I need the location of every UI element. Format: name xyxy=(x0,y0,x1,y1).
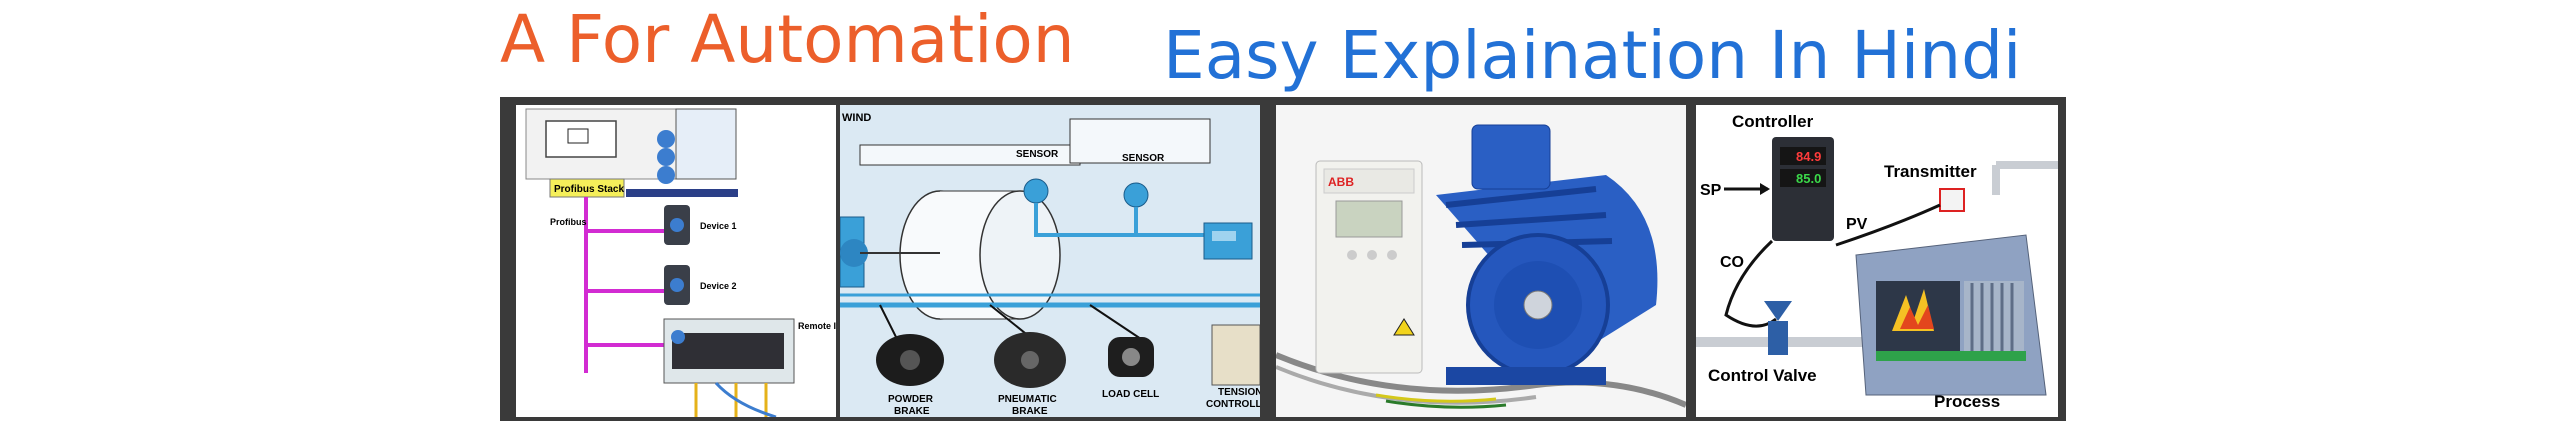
control-valve-label: Control Valve xyxy=(1708,366,1817,385)
wind-label: WIND xyxy=(842,112,871,124)
powder-brake-label-1: POWDER xyxy=(888,394,934,405)
transmitter-label: Transmitter xyxy=(1884,162,1977,181)
pneumatic-brake-label-2: BRAKE xyxy=(1012,406,1048,417)
tagline: Easy Explaination In Hindi xyxy=(1163,17,2022,94)
brand-title: A For Automation xyxy=(500,1,1075,78)
tension-controller-label-2: CONTROLL xyxy=(1206,399,1260,410)
profibus-stack-label: Profibus Stack xyxy=(554,184,624,195)
co-label: CO xyxy=(1720,254,1744,271)
tension-control-diagram: WIND SENSOR SENSOR xyxy=(840,105,1260,417)
sp-label: SP xyxy=(1700,182,1722,199)
device-2-label: Device 2 xyxy=(700,281,737,291)
pneumatic-brake-label-1: PNEUMATIC xyxy=(998,394,1057,405)
drive-brand-label: ABB xyxy=(1328,175,1354,189)
tension-controller-label-1: TENSION xyxy=(1218,387,1260,398)
controller-label: Controller xyxy=(1732,112,1814,131)
drive-motor-panel[interactable]: ABB xyxy=(1276,105,1686,417)
tension-control-panel[interactable]: WIND SENSOR SENSOR xyxy=(840,105,1260,417)
drive-motor-illustration: ABB xyxy=(1276,105,1686,417)
process-loop-panel[interactable]: Controller 84.9 85.0 SP Transmitter PV C… xyxy=(1696,105,2058,417)
profibus-diagram-panel[interactable]: Profibus Stack Profibus Device 1 Device … xyxy=(516,105,836,417)
sensor-1-label: SENSOR xyxy=(1016,149,1059,160)
powder-brake-label-2: BRAKE xyxy=(894,406,930,417)
device-1-label: Device 1 xyxy=(700,221,737,231)
image-strip: Profibus Stack Profibus Device 1 Device … xyxy=(500,97,2066,421)
pv-label: PV xyxy=(1846,216,1868,233)
sensor-2-label: SENSOR xyxy=(1122,153,1165,164)
process-loop-diagram: Controller 84.9 85.0 SP Transmitter PV C… xyxy=(1696,105,2058,417)
controller-reading-1: 84.9 xyxy=(1796,149,1821,164)
profibus-diagram: Profibus Stack Profibus Device 1 Device … xyxy=(516,105,836,417)
profibus-bus-label: Profibus xyxy=(550,217,587,227)
load-cell-label: LOAD CELL xyxy=(1102,389,1159,400)
controller-reading-2: 85.0 xyxy=(1796,171,1821,186)
process-label: Process xyxy=(1934,392,2000,411)
remote-io-label: Remote IO xyxy=(798,321,836,331)
